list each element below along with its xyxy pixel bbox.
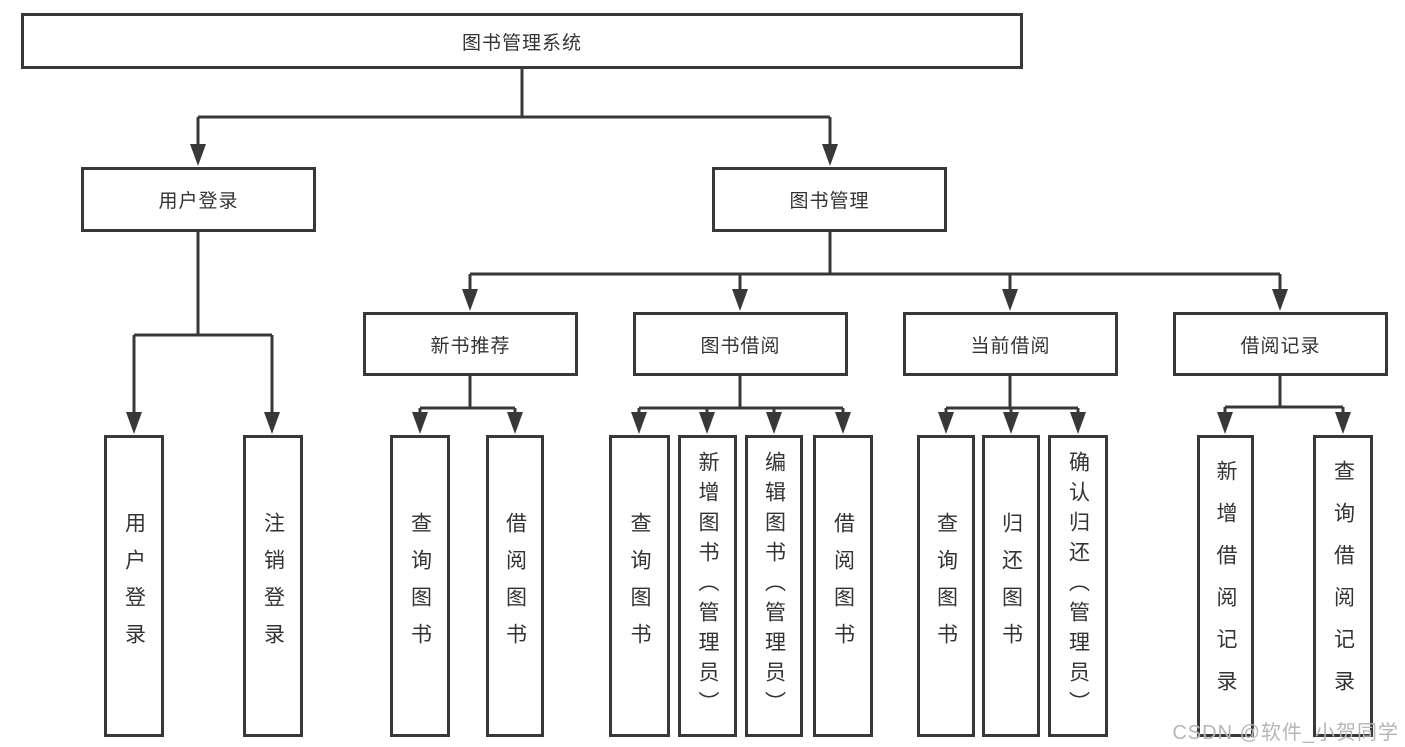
node-current-borrow: 当前借阅 [903,312,1118,376]
leaf-return-books-label: 归还图书 [999,512,1023,660]
leaf-return-books: 归还图书 [982,435,1040,737]
leaf-logout-label: 注销登录 [261,512,285,660]
node-new-book-recommend-label: 新书推荐 [430,335,511,357]
leaf-logout: 注销登录 [243,435,303,737]
node-book-management-label: 图书管理 [789,191,870,212]
leaf-edit-book-admin-label: 编辑图书（管理员） [762,451,786,721]
watermark-text: CSDN @软件_小贺同学 [1172,722,1399,744]
leaf-query-books-3: 查询图书 [917,435,975,737]
leaf-user-login: 用户登录 [104,435,164,737]
leaf-confirm-return-admin-label: 确认归还（管理员） [1066,451,1090,721]
leaf-query-books-1: 查询图书 [390,435,450,737]
leaf-query-books-1-label: 查询图书 [408,512,432,660]
leaf-confirm-return-admin: 确认归还（管理员） [1048,435,1108,737]
leaf-borrow-books-2-label: 借阅图书 [831,512,855,660]
node-book-borrow: 图书借阅 [633,312,848,376]
leaf-add-borrow-record-label: 新增借阅记录 [1214,460,1237,712]
leaf-query-books-3-label: 查询图书 [934,512,958,660]
arrowheads [126,144,1351,434]
leaf-borrow-books-1: 借阅图书 [486,435,544,737]
leaf-query-books-2: 查询图书 [609,435,670,737]
node-current-borrow-label: 当前借阅 [970,335,1051,357]
node-book-management: 图书管理 [712,167,947,232]
node-borrow-records: 借阅记录 [1173,312,1388,376]
node-borrow-records-label: 借阅记录 [1240,335,1321,357]
leaf-edit-book-admin: 编辑图书（管理员） [745,435,803,737]
leaf-query-borrow-record-label: 查询借阅记录 [1331,460,1355,712]
node-book-borrow-label: 图书借阅 [700,335,781,357]
node-new-book-recommend: 新书推荐 [363,312,578,376]
node-user-login: 用户登录 [81,167,316,232]
leaf-add-book-admin: 新增图书（管理员） [678,435,737,737]
node-user-login-label: 用户登录 [158,191,239,212]
leaf-query-borrow-record: 查询借阅记录 [1313,435,1373,737]
leaf-borrow-books-2: 借阅图书 [813,435,873,737]
node-root-label: 图书管理系统 [461,32,582,54]
leaf-add-borrow-record: 新增借阅记录 [1197,435,1254,737]
leaf-user-login-label: 用户登录 [122,512,146,660]
leaf-add-book-admin-label: 新增图书（管理员） [696,451,719,721]
leaf-query-books-2-label: 查询图书 [628,512,651,660]
node-root: 图书管理系统 [21,13,1023,69]
leaf-borrow-books-1-label: 借阅图书 [503,512,527,660]
